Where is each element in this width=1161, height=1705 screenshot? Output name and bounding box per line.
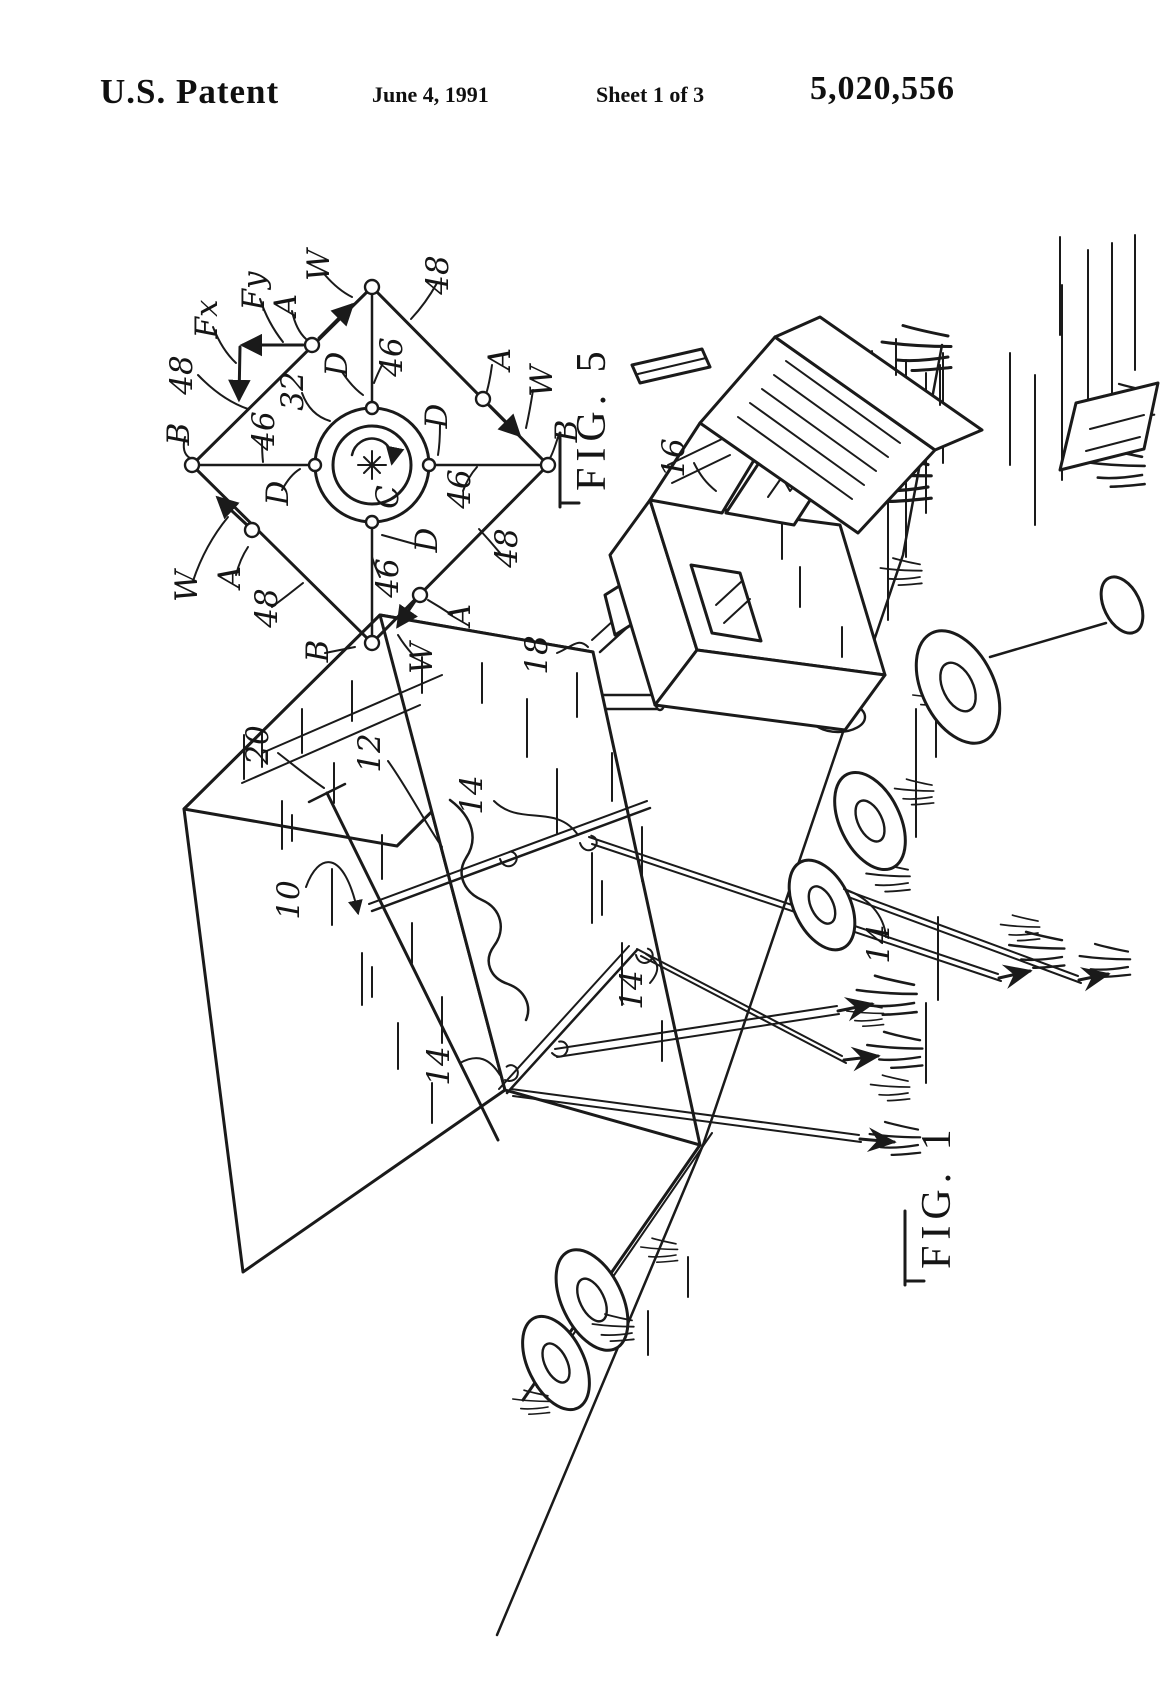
fig1-label-tiedown: 14 [614, 970, 650, 1009]
fig5-label-a: A [442, 604, 478, 629]
fig5-corner-node [363, 634, 381, 652]
ground-anchor [997, 964, 1033, 989]
fig5-load-arrow [488, 404, 522, 438]
fig5-force-arrow-fx [228, 345, 251, 403]
fig1-label-tiedown: 14 [861, 924, 897, 963]
sleeper-window [689, 563, 763, 643]
fig5-label-b: B [549, 420, 585, 444]
fig5-label-48: 48 [249, 588, 285, 628]
fig5-midpoint-node [303, 336, 321, 354]
trailer-side-face [378, 613, 702, 1147]
front-axle [988, 621, 1108, 659]
fig5-label-46: 46 [442, 469, 478, 509]
fig1-caption: FIG. 1 [914, 1123, 960, 1269]
fig5-label-46: 46 [370, 558, 406, 598]
fig5-label-46: 46 [246, 411, 282, 451]
fig5-label-48: 48 [489, 528, 525, 568]
fig5-label-a: A [268, 294, 304, 319]
fig5-midpoint-node [411, 586, 429, 604]
fig5-load-arrow [317, 302, 355, 340]
tractor-wheel-far [1099, 575, 1145, 635]
fig1-label-pole: 20 [240, 725, 276, 765]
fig5-label-a: A [482, 348, 518, 373]
fig5-leaders [182, 274, 559, 656]
fig1-label-trailer: 18 [519, 635, 555, 674]
tiedown-strap [554, 1005, 840, 1058]
ground-anchors [836, 964, 1111, 1153]
figure-5-labels: Fy Fx A W 48 B D 32 46 46 D 48 A W B D 4 [161, 247, 585, 674]
fig5-label-fy: Fy [236, 271, 272, 312]
fig5-label-c: C [370, 485, 406, 509]
fig5-attachment-node [364, 400, 380, 416]
fig5-label-w: W [169, 568, 205, 602]
figure-5: Fy Fx A W 48 B D 32 46 46 D 48 A W B D 4 [161, 247, 615, 674]
fig5-label-w: W [301, 247, 337, 281]
fig5-torque-symbol [350, 437, 405, 480]
hood-louvers [737, 360, 901, 500]
ground-anchor [858, 1127, 897, 1153]
fig5-label-a: A [212, 566, 248, 591]
fig5-label-w: W [524, 363, 560, 397]
fig5-hub-ring-inner [331, 424, 413, 506]
fig5-label-w: W [404, 640, 440, 674]
hood-front [773, 315, 984, 452]
trailer-chassis [521, 1132, 713, 1412]
figure-1: 18 16 10 20 12 14 14 14 [182, 234, 1160, 1637]
figure-5-caption: FIG. 5 [558, 345, 615, 509]
fig5-load-arrow [215, 495, 248, 526]
fig1-label-assembly: 10 [271, 880, 307, 919]
fig1-label-tiedown: 14 [454, 775, 490, 814]
support-pole [307, 782, 500, 1142]
tiedown-strap [510, 1088, 862, 1143]
sleeper-rear [653, 648, 887, 732]
tiedown-rail [368, 800, 652, 1095]
figure-1-labels: 18 16 10 20 12 14 14 14 [240, 438, 897, 1085]
patent-date: June 4, 1991 [372, 82, 489, 107]
fig5-midpoint-node [474, 390, 492, 408]
fig5-label-32: 32 [275, 371, 311, 410]
tractor [591, 315, 1160, 952]
fig5-label-d: D [260, 480, 296, 506]
fig5-corner-node [539, 456, 557, 474]
fig5-caption: FIG. 5 [569, 345, 615, 491]
tiedown-strap [636, 948, 847, 1064]
patent-sheet-count: Sheet 1 of 3 [596, 82, 705, 107]
patent-title: U.S. Patent [100, 72, 280, 111]
fig5-label-48: 48 [420, 255, 456, 295]
patent-number: 5,020,556 [810, 70, 955, 107]
fig5-attachment-node [421, 457, 437, 473]
fig5-corner-node [363, 278, 381, 296]
fig5-midpoint-node [243, 521, 261, 539]
fig5-attachment-node [307, 457, 323, 473]
fig5-label-d: D [409, 527, 445, 553]
fig5-label-d: D [319, 351, 355, 377]
tarp-edge [448, 798, 530, 1022]
ground-anchor [1077, 967, 1111, 992]
fig1-label-tractor: 16 [656, 438, 692, 477]
fig5-attachment-node [364, 514, 380, 530]
ground-anchor [842, 1046, 881, 1072]
fig1-label-tiedown: 14 [421, 1046, 457, 1085]
fig1-label-cover: 12 [352, 733, 388, 772]
fig5-label-d: D [419, 403, 455, 429]
fig5-load-arrow [396, 599, 419, 629]
fig5-label-b: B [161, 423, 197, 447]
figure-1-caption: FIG. 1 [903, 1123, 960, 1287]
fig5-label-fx: Fx [189, 299, 225, 340]
fig5-label-48: 48 [164, 355, 200, 395]
fig5-corner-node [183, 456, 201, 474]
fig5-label-b: B [300, 640, 336, 664]
front-fender [1058, 381, 1160, 472]
fig5-label-46: 46 [374, 337, 410, 377]
